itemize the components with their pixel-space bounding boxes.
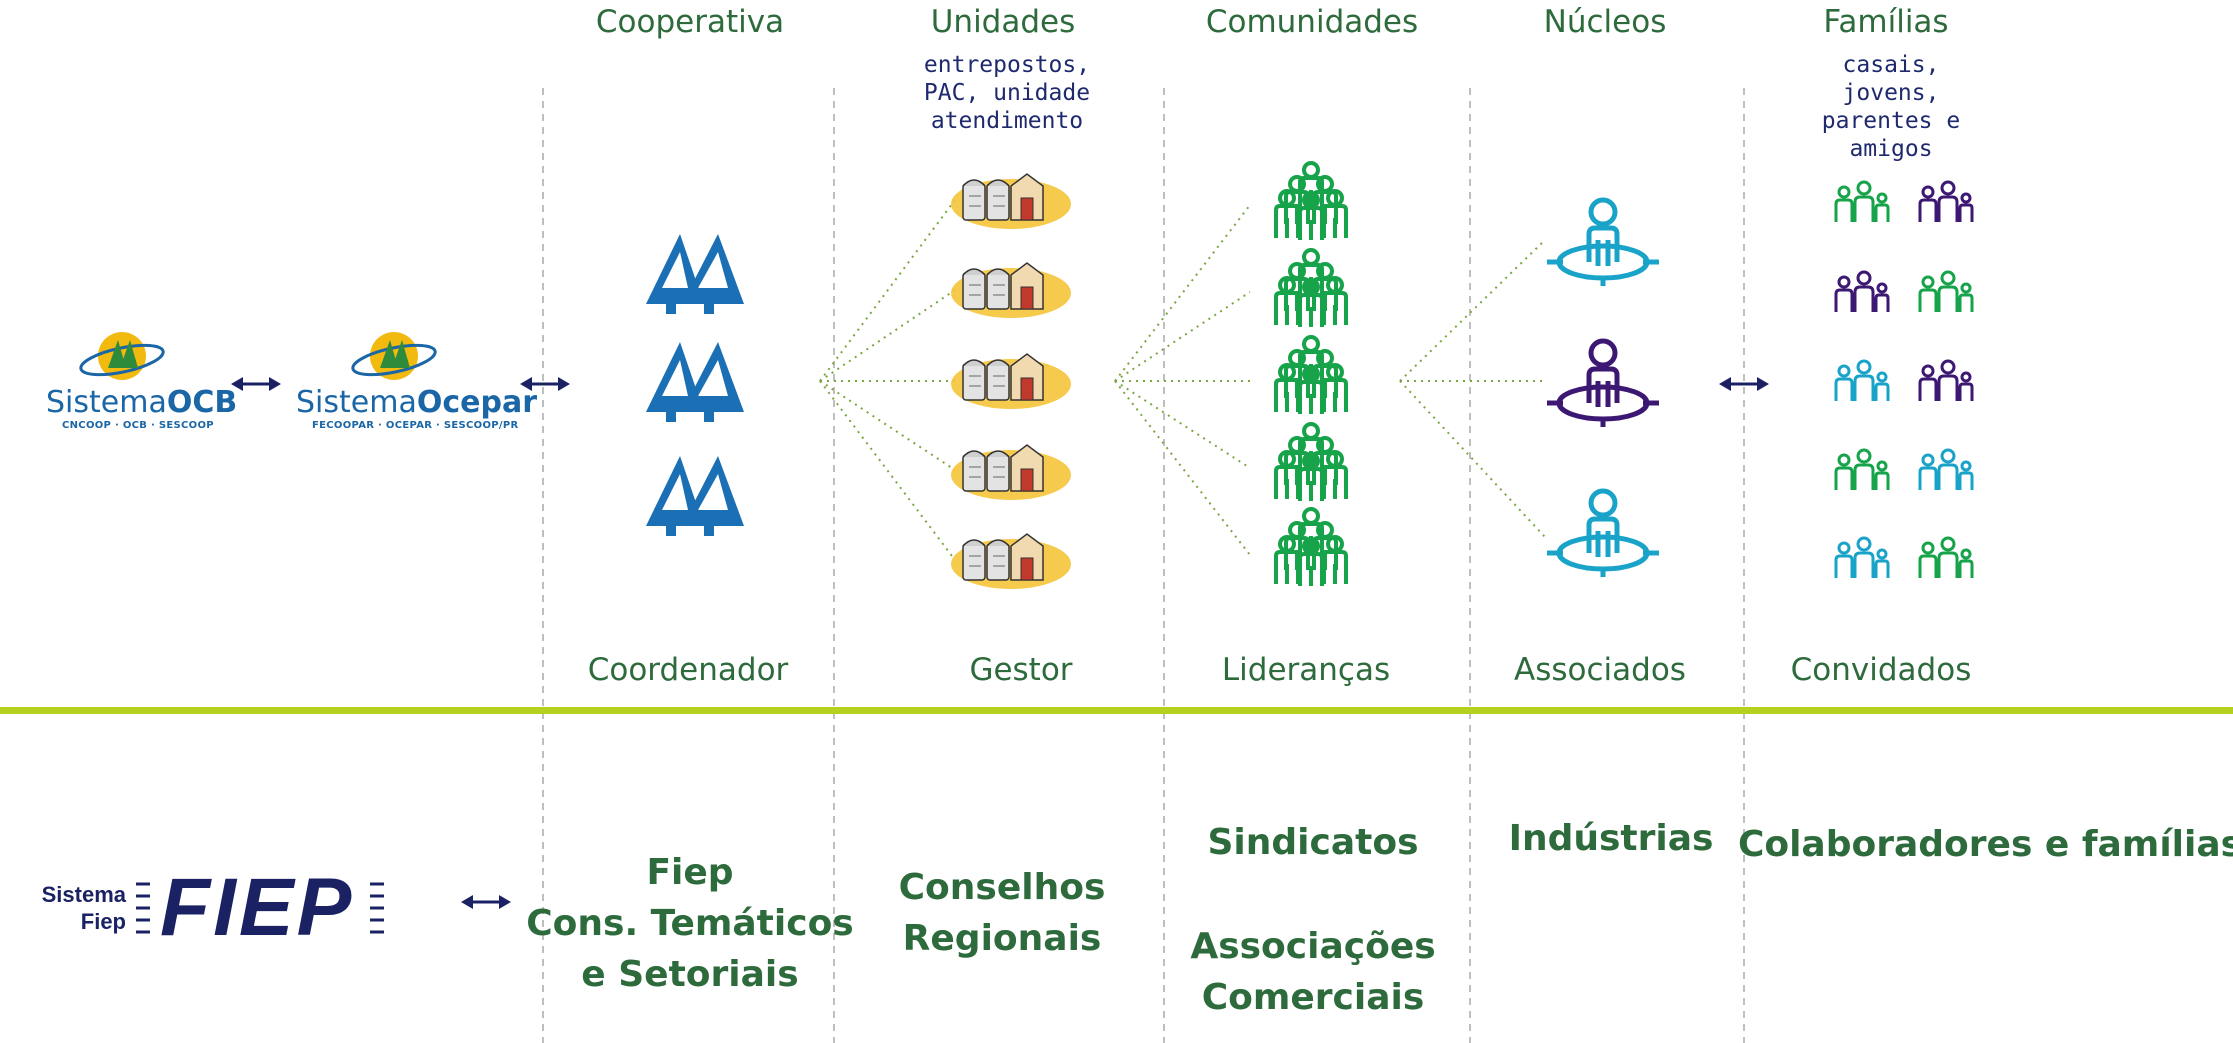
people-group-icon [1276, 424, 1346, 501]
family-group-icon [1834, 270, 1890, 314]
subtitle-unidades: entrepostos, PAC, unidade atendimento [923, 52, 1091, 134]
ocb-globe-icon [79, 332, 165, 380]
column-header-cooperativa: Cooperativa [595, 4, 785, 40]
bottom-colaboradores-line-1: Colaboradores e famílias [1737, 824, 2233, 865]
pine-trees-logo-icon [646, 342, 744, 422]
bottom-fiep-line-1: Fiep [646, 852, 734, 893]
role-label-associados: Associados [1514, 652, 1686, 688]
warehouse-silo-icon [950, 444, 1072, 501]
logo-ocb-tagline: CNCOOP · OCB · SESCOOP [62, 420, 214, 431]
family-group-icon [1918, 270, 1974, 314]
warehouse-silo-icon [950, 533, 1072, 590]
ocepar-globe-icon [351, 332, 437, 380]
bottom-label-conselhos-regionais: Conselhos Regionais [899, 862, 1106, 964]
bottom-label-fiep-conselhos-tematicos: Fiep Cons. Temáticos e Setoriais [526, 847, 853, 1000]
family-group-icon [1918, 448, 1974, 492]
bottom-label-colaboradores: Colaboradores e famílias [1738, 819, 2233, 870]
horizontal-divider [0, 707, 2233, 714]
pine-trees-logo-icon [646, 456, 744, 536]
logo-sistema-ocepar: SistemaOcepar FECOOPAR · OCEPAR · SESCOO… [296, 385, 537, 431]
bottom-conselhos-line-2: Regionais [902, 918, 1102, 959]
logo-ocepar-prefix: Sistema [296, 385, 417, 420]
bottom-fiep-line-2: Cons. Temáticos [526, 903, 854, 944]
people-group-icon [1276, 250, 1346, 327]
logo-ocepar-name: Ocepar [416, 385, 537, 420]
pine-trees-logo-icon [646, 234, 744, 314]
role-label-liderancas: Lideranças [1221, 652, 1391, 688]
bottom-associacoes-line-1: Associações [1190, 926, 1436, 967]
logo-fiep-small-line1: Sistema [41, 882, 126, 907]
logo-fiep-wordmark: FIEP [160, 862, 355, 953]
fiep-bars-right-icon [370, 882, 384, 934]
logo-ocepar-tagline: FECOOPAR · OCEPAR · SESCOOP/PR [312, 420, 519, 431]
connectors-unidades [819, 199, 956, 561]
bottom-fiep-line-3: e Setoriais [581, 954, 799, 995]
bottom-conselhos-line-1: Conselhos [898, 867, 1106, 908]
logo-fiep-small-line2: Fiep [80, 909, 126, 934]
family-group-icon [1834, 448, 1890, 492]
role-label-coordenador: Coordenador [587, 652, 789, 688]
people-group-icon [1276, 163, 1346, 240]
logo-ocb-name: OCB [166, 385, 238, 420]
person-target-icon [1547, 491, 1659, 577]
column-header-nucleos: Núcleos [1543, 4, 1667, 40]
connectors-comunidades [1114, 204, 1251, 556]
column-header-comunidades: Comunidades [1205, 4, 1419, 40]
logo-ocb-prefix: Sistema [46, 385, 167, 420]
bottom-industrias-line-1: Indústrias [1508, 818, 1714, 859]
double-arrow-icon-fiep [459, 893, 513, 911]
role-label-convidados: Convidados [1790, 652, 1972, 688]
subtitle-familias: casais, jovens, parentes e amigos [1821, 52, 1961, 162]
family-group-icon [1834, 536, 1890, 580]
person-target-icon [1547, 200, 1659, 286]
family-group-icon [1918, 536, 1974, 580]
family-group-icon [1834, 180, 1890, 224]
column-header-familias: Famílias [1823, 4, 1949, 40]
family-group-icon [1918, 359, 1974, 403]
double-arrow-icon-ocb-ocepar [229, 375, 283, 393]
people-group-icon [1276, 509, 1346, 586]
person-target-icon [1547, 341, 1659, 427]
warehouse-silo-icon [950, 353, 1072, 410]
bottom-label-sindicatos: Sindicatos [1207, 817, 1418, 868]
fiep-bars-left-icon [136, 882, 150, 934]
logo-sistema-ocb: SistemaOCB CNCOOP · OCB · SESCOOP [46, 385, 237, 431]
warehouse-silo-icon [950, 173, 1072, 230]
role-label-gestor: Gestor [969, 652, 1073, 688]
family-group-icon [1918, 180, 1974, 224]
bottom-associacoes-line-2: Comerciais [1201, 977, 1425, 1018]
logo-fiep-small-text: Sistema Fiep [8, 881, 126, 935]
column-header-unidades: Unidades [930, 4, 1076, 40]
family-group-icon [1834, 359, 1890, 403]
bottom-label-associacoes-comerciais: Associações Comerciais [1190, 921, 1435, 1023]
connectors-nucleos [1399, 239, 1546, 538]
people-group-icon [1276, 337, 1346, 414]
bottom-label-industrias: Indústrias [1509, 813, 1714, 864]
warehouse-silo-icon [950, 262, 1072, 319]
bottom-sindicatos-line-1: Sindicatos [1207, 822, 1419, 863]
